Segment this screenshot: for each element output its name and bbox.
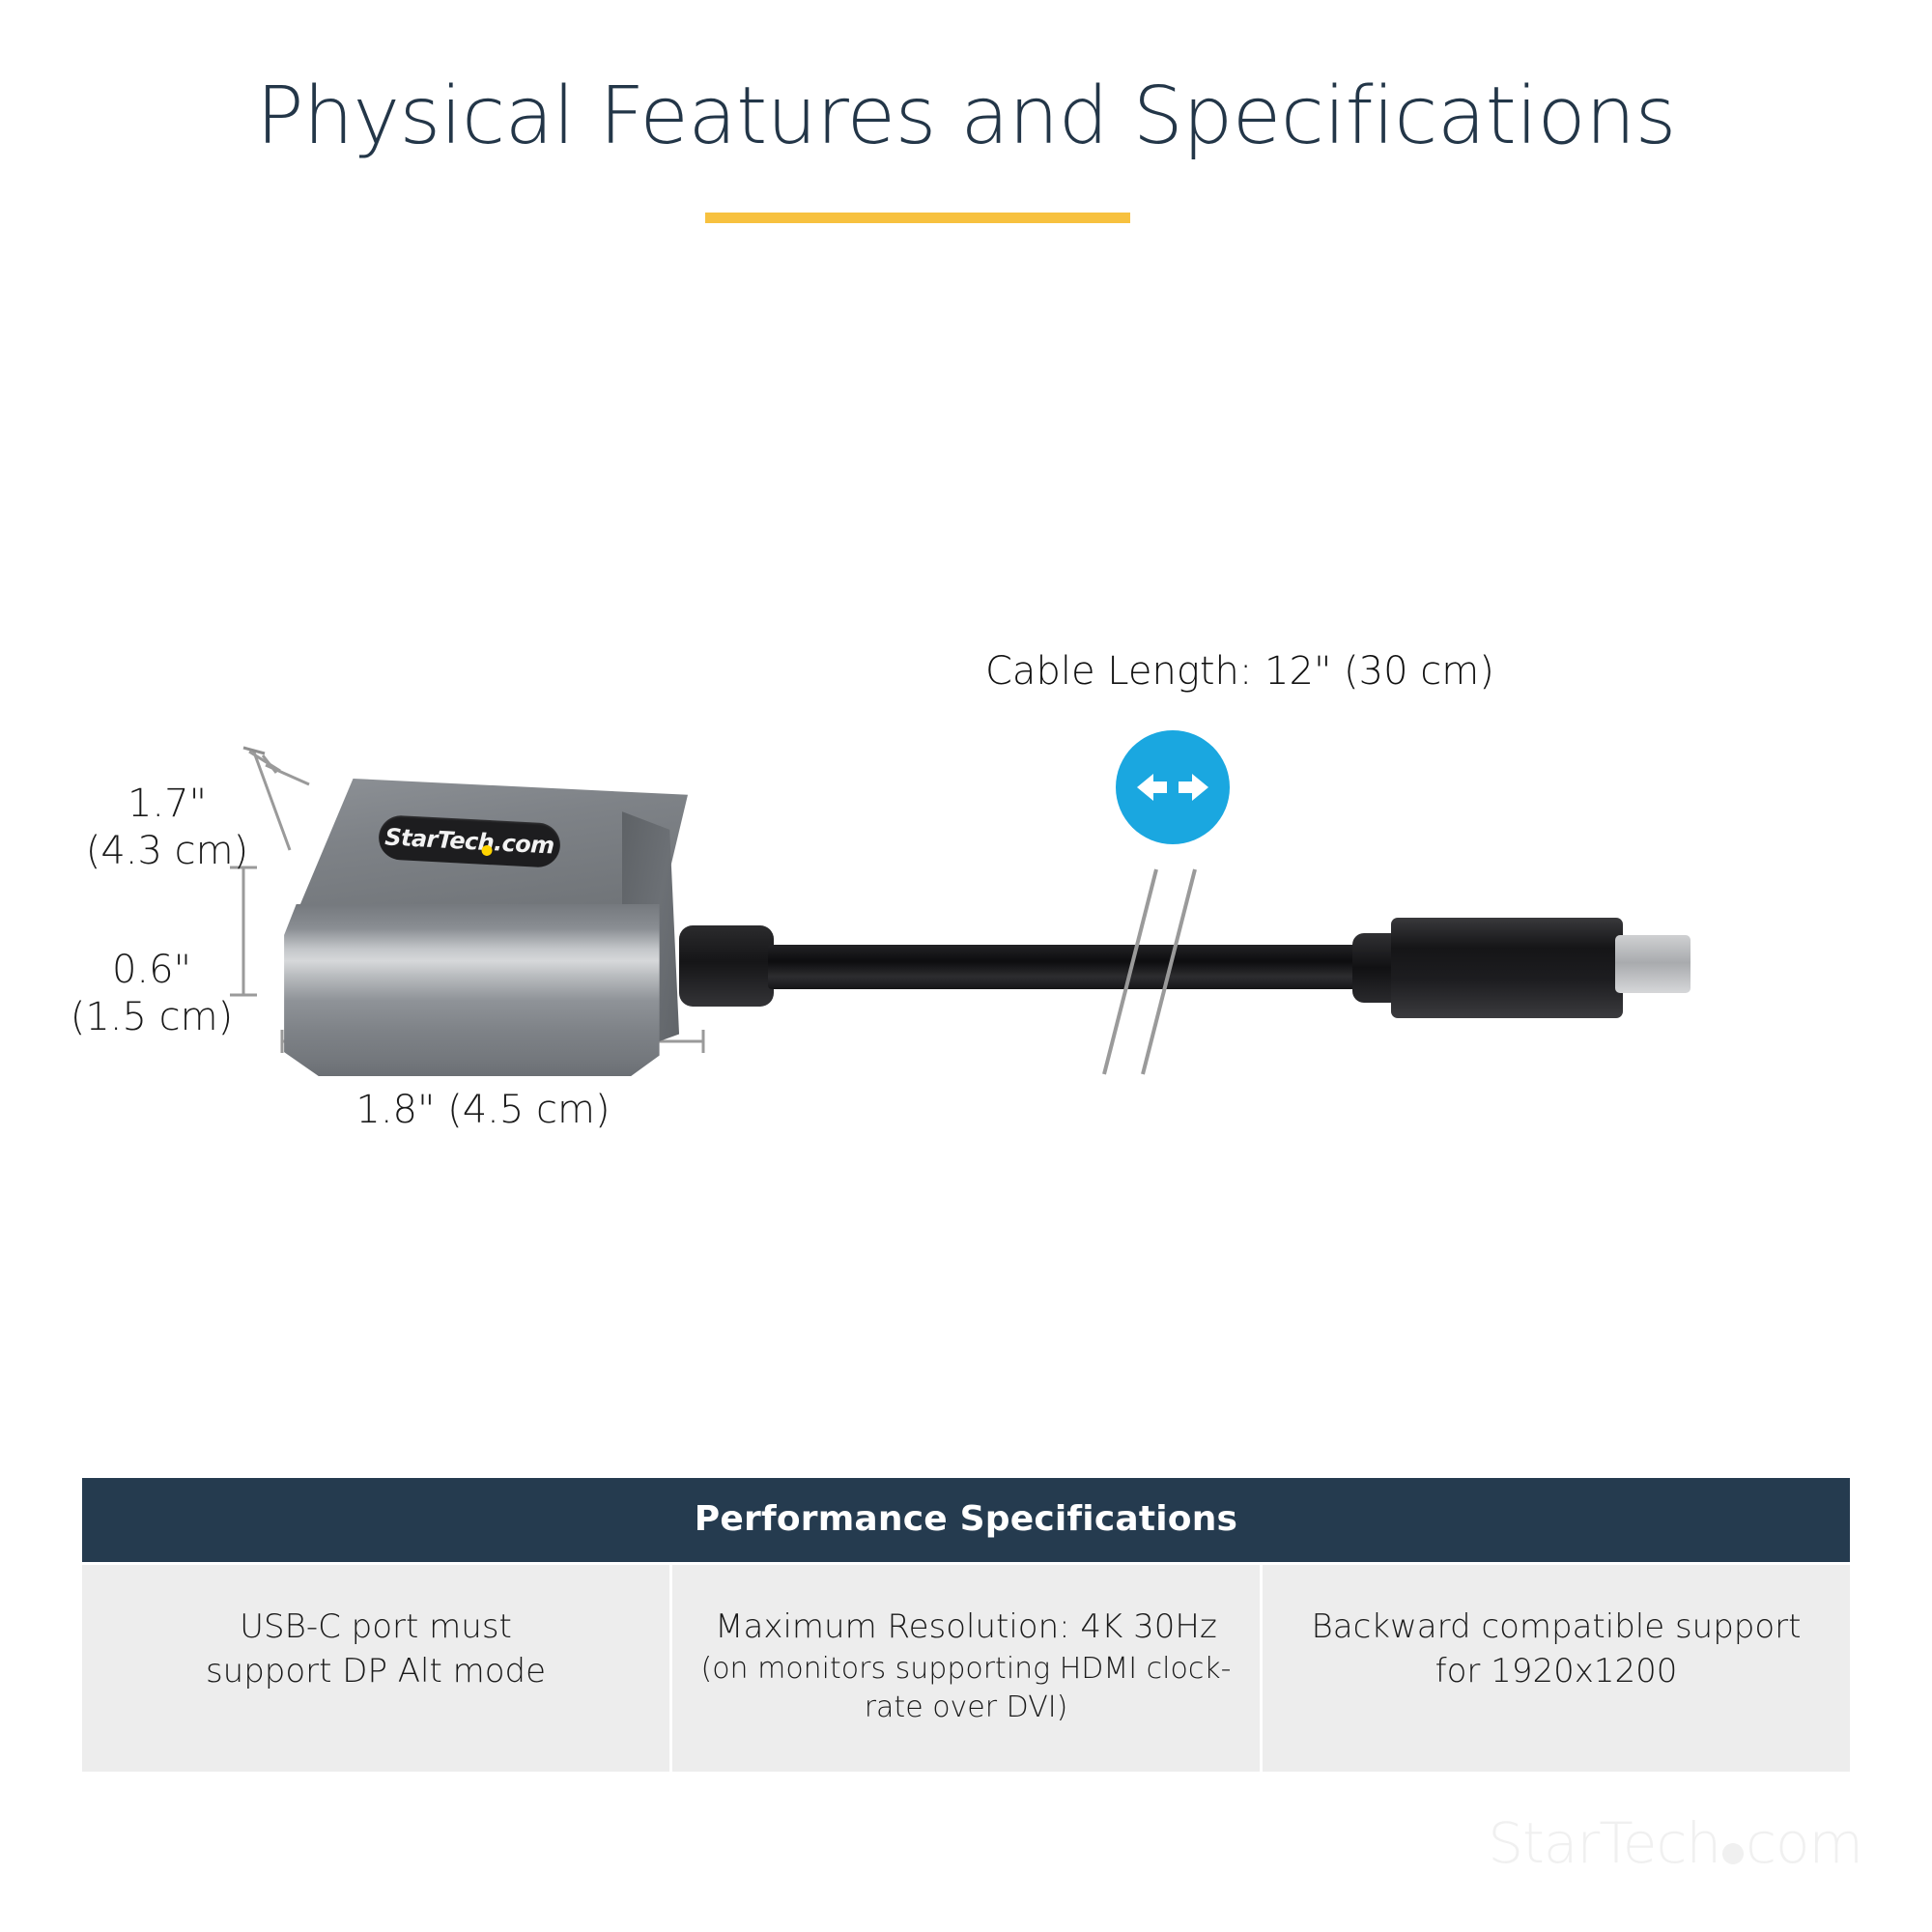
watermark-text-after: com	[1746, 1810, 1863, 1876]
startech-logo-text: StarTech.com	[384, 823, 555, 860]
page-header: Physical Features and Specifications	[0, 71, 1932, 162]
usb-c-to-dvi-adapter-body: StarTech.com	[282, 779, 688, 1076]
usb-c-connector-tip	[1615, 935, 1690, 993]
spec-cell-line-2: for 1920x1200	[1435, 1651, 1678, 1690]
spec-table-row: USB-C port must support DP Alt mode Maxi…	[82, 1562, 1850, 1772]
startech-logo-badge: StarTech.com	[377, 814, 562, 868]
cable-break-symbol	[1102, 868, 1197, 1075]
double-arrow-horizontal-icon	[1116, 730, 1230, 844]
usb-c-connector-housing	[1391, 918, 1623, 1018]
startech-watermark: StarTech com	[1488, 1810, 1863, 1876]
spec-cell-line-2: (on monitors supporting HDMI clock-rate …	[700, 1651, 1232, 1724]
spec-cell-usb-c-port: USB-C port must support DP Alt mode	[82, 1565, 669, 1772]
spec-cell-backward-compatible: Backward compatible support for 1920x120…	[1260, 1565, 1850, 1772]
dimension-label-depth: 0.6" (1.5 cm)	[60, 947, 243, 1041]
spec-cell-line-1: Backward compatible support	[1311, 1607, 1802, 1646]
adapter-cable	[768, 945, 1406, 989]
dimension-depth-imperial: 0.6"	[111, 948, 191, 992]
title-underline-accent	[705, 213, 1130, 223]
spec-cell-line-2: support DP Alt mode	[205, 1651, 547, 1690]
cable-strain-relief	[679, 925, 774, 1007]
spec-cell-line-1: USB-C port must	[240, 1607, 512, 1646]
cable-length-label: Cable Length: 12" (30 cm)	[985, 649, 1494, 694]
product-illustration: Cable Length: 12" (30 cm) 1.7" (4.3 cm) …	[0, 541, 1932, 1159]
page-title: Physical Features and Specifications	[256, 71, 1676, 162]
spec-table-header: Performance Specifications	[82, 1478, 1850, 1562]
dimension-label-height: 1.7" (4.3 cm)	[75, 781, 259, 875]
watermark-dot-icon	[1722, 1843, 1745, 1864]
spec-cell-max-resolution: Maximum Resolution: 4K 30Hz (on monitors…	[669, 1565, 1260, 1772]
watermark-text-before: StarTech	[1488, 1810, 1721, 1876]
spec-cell-line-1: Maximum Resolution: 4K 30Hz	[715, 1607, 1217, 1646]
performance-specifications-table: Performance Specifications USB-C port mu…	[82, 1478, 1850, 1772]
dimension-depth-metric: (1.5 cm)	[70, 994, 234, 1039]
dimension-height-imperial: 1.7"	[127, 781, 207, 826]
dimension-height-metric: (4.3 cm)	[85, 828, 249, 873]
dimension-label-width: 1.8" (4.5 cm)	[355, 1088, 611, 1132]
adapter-front-face	[284, 904, 660, 1076]
